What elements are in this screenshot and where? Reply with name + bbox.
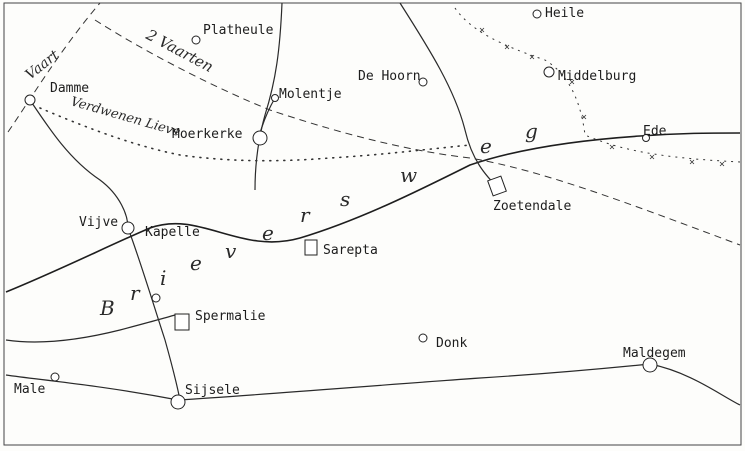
boundary-crosses: [479, 27, 725, 167]
place-label-zoetendale: Zoetendale: [493, 199, 571, 214]
brieversweg-letter: s: [340, 187, 350, 211]
place-marker: [304, 239, 318, 256]
place-label-donk: Donk: [436, 336, 467, 351]
place-marker: [174, 313, 190, 331]
place-label-vijve: Vijve: [79, 215, 118, 230]
brieversweg-letter: v: [225, 239, 237, 263]
place-marker: [532, 9, 542, 19]
zoetendale-road: [399, 2, 501, 191]
canal-vaart: [7, 2, 101, 133]
place-label-spermalie: Spermalie: [195, 309, 266, 324]
place-marker: [191, 35, 201, 45]
western-lower-road: [5, 314, 176, 343]
place-label-male: Male: [14, 382, 45, 397]
place-marker: [271, 94, 279, 102]
place-label-middelburg: Middelburg: [558, 69, 636, 84]
place-label-maldegem: Maldegem: [623, 346, 686, 361]
place-marker: [24, 94, 36, 106]
place-label-sarepta: Sarepta: [323, 243, 378, 258]
moerkerke-road: [254, 2, 283, 191]
place-marker: [252, 130, 268, 146]
brieversweg-letter: e: [262, 221, 274, 245]
place-marker: [151, 293, 161, 303]
place-label-kapelle: Kapelle: [145, 225, 200, 240]
brieversweg-letter: r: [300, 203, 311, 227]
label-vaart: Vaart: [23, 47, 63, 83]
place-label-ede: Ede: [643, 124, 667, 139]
place-label-sijsele: Sijsele: [185, 383, 240, 398]
boundary-line-north: [454, 7, 741, 163]
brieversweg-road: [5, 132, 741, 293]
place-label-platheule: Platheule: [203, 23, 274, 38]
brieversweg-letter: e: [480, 134, 492, 158]
southern-road: [5, 363, 741, 406]
brieversweg-letter: B: [99, 296, 115, 320]
place-marker: [642, 134, 650, 142]
place-marker: [543, 66, 555, 78]
map-border: [3, 2, 742, 446]
place-label-damme: Damme: [50, 81, 89, 96]
verdwenen-lieve-trace: [39, 107, 471, 162]
place-marker: [418, 333, 428, 343]
place-label-molentje: Molentje: [279, 87, 342, 102]
place-label-moerkerke: Moerkerke: [172, 127, 243, 142]
brieversweg-letter: w: [400, 163, 417, 187]
place-marker: [418, 77, 428, 87]
place-label-heile: Heile: [545, 6, 584, 21]
brieversweg-letter: g: [525, 119, 538, 143]
place-marker: [642, 357, 658, 373]
brieversweg-letter: e: [190, 251, 202, 275]
kapelle-sijsele-road: [127, 227, 181, 401]
damme-kapelle-road: [29, 99, 129, 229]
label-verdwenen-lieve: Verdwenen Lieve: [69, 94, 182, 140]
place-marker: [50, 372, 60, 382]
place-marker: [170, 394, 186, 410]
place-marker: [121, 221, 135, 235]
place-marker: [487, 175, 507, 197]
canal-2-vaarten: [94, 19, 741, 246]
brieversweg-letter: i: [160, 266, 166, 290]
place-label-de-hoorn: De Hoorn: [358, 69, 421, 84]
brieversweg-letter: r: [130, 281, 141, 305]
